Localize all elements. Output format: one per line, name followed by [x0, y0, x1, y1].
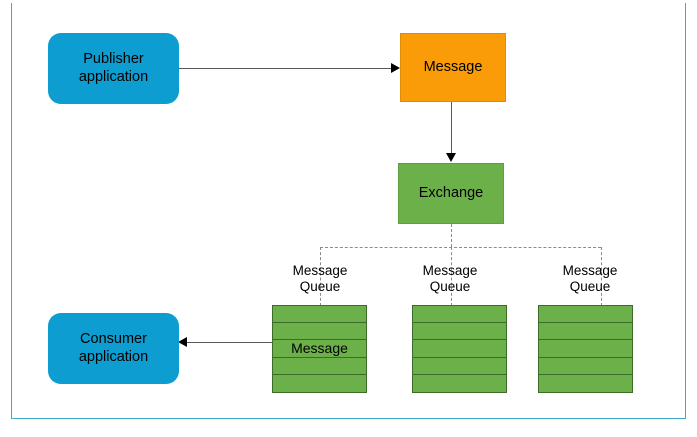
publisher-label-line2: application	[78, 68, 149, 85]
frame-border-left	[11, 3, 13, 419]
queue-cell	[539, 375, 632, 392]
exchange-node-label: Exchange	[418, 184, 484, 201]
connector-distribution-bus	[320, 246, 601, 248]
queue-cell	[539, 358, 632, 375]
message-queue-2-label-line1: Message	[422, 263, 478, 278]
queue-cell	[273, 375, 366, 392]
publisher-application-node: Publisher application	[48, 33, 179, 104]
frame-border-right	[685, 3, 687, 419]
queue-cell	[539, 306, 632, 324]
queue-cell	[539, 340, 632, 358]
queue-cell	[413, 358, 506, 375]
consumer-application-node: Consumer application	[48, 313, 179, 384]
message-queue-3-label-line1: Message	[562, 263, 618, 278]
connector-bus-to-queue-1	[320, 246, 321, 306]
queue-cell: Message	[273, 340, 366, 358]
message-queue-3-stack	[538, 305, 633, 393]
message-node-label: Message	[423, 58, 483, 75]
queue-cell	[413, 375, 506, 392]
message-queue-1-label-line1: Message	[292, 263, 348, 278]
queue-cell	[413, 340, 506, 358]
frame-border-bottom	[11, 417, 686, 419]
arrowhead-publisher-to-message	[391, 63, 400, 73]
message-queue-2-stack	[412, 305, 507, 393]
publisher-label-line1: Publisher	[83, 50, 144, 67]
message-queue-1-label: Message Queue	[261, 263, 379, 295]
consumer-label-line1: Consumer	[80, 330, 147, 347]
connector-message-to-exchange	[450, 102, 452, 154]
queue-cell	[413, 323, 506, 341]
message-node: Message	[400, 33, 506, 102]
consumer-label-line2: application	[78, 348, 149, 365]
exchange-node: Exchange	[398, 163, 504, 224]
message-queue-1-label-line2: Queue	[299, 278, 341, 294]
message-queue-2-label-line2: Queue	[429, 278, 471, 294]
connector-exchange-to-bus	[450, 224, 452, 247]
message-queue-3-label-line2: Queue	[569, 278, 611, 294]
message-queue-1-stack: Message	[272, 305, 367, 393]
queue-cell	[539, 323, 632, 341]
queue-cell	[273, 306, 366, 324]
queue-cell	[273, 358, 366, 375]
connector-publisher-to-message	[179, 67, 392, 69]
queue-cell	[413, 306, 506, 324]
arrowhead-queue-to-consumer	[178, 337, 187, 347]
arrowhead-message-to-exchange	[446, 153, 456, 162]
connector-bus-to-queue-2	[450, 246, 452, 306]
message-queue-2-label: Message Queue	[391, 263, 509, 295]
connector-bus-to-queue-3	[600, 246, 602, 306]
connector-queue-to-consumer	[186, 341, 272, 343]
queue-cell	[273, 323, 366, 341]
message-queue-3-label: Message Queue	[531, 263, 649, 295]
